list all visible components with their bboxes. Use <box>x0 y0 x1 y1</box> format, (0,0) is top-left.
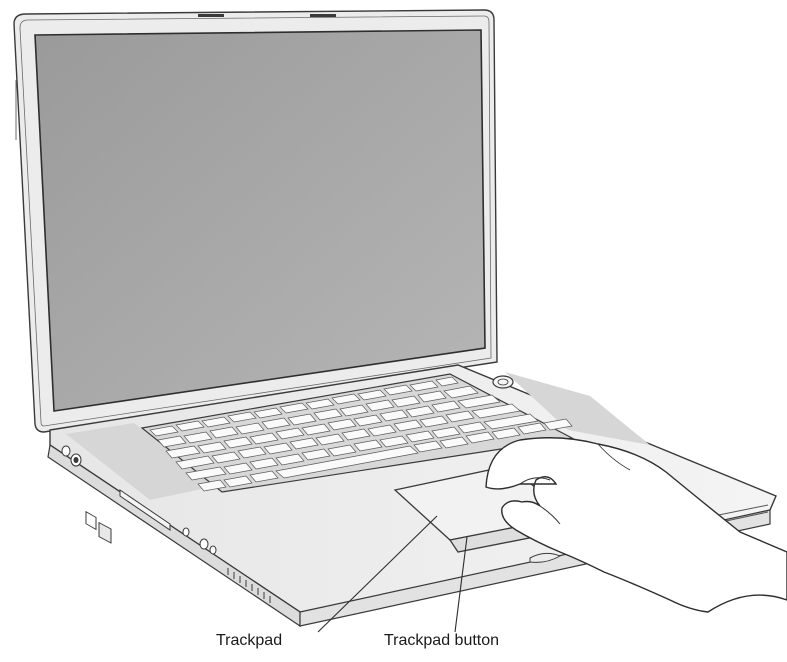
keyboard-keys <box>149 376 573 492</box>
trackpad-callout-label: Trackpad <box>216 632 283 649</box>
side-ports <box>61 445 217 555</box>
speaker-grille-left <box>66 423 216 500</box>
hinge-mark-left <box>198 14 224 17</box>
hinge-mark-right <box>310 14 336 17</box>
callout-line-trackpad <box>317 515 438 633</box>
speaker-grille-right <box>505 372 650 445</box>
power-button <box>492 375 514 389</box>
screen <box>34 29 486 412</box>
hand-illustration <box>485 437 787 613</box>
side-vent <box>227 568 271 603</box>
trackpad-button-callout-label: Trackpad button <box>384 632 500 649</box>
keyboard <box>140 373 574 493</box>
front-latch <box>529 552 562 563</box>
callout-line-trackpad-button <box>454 536 468 633</box>
